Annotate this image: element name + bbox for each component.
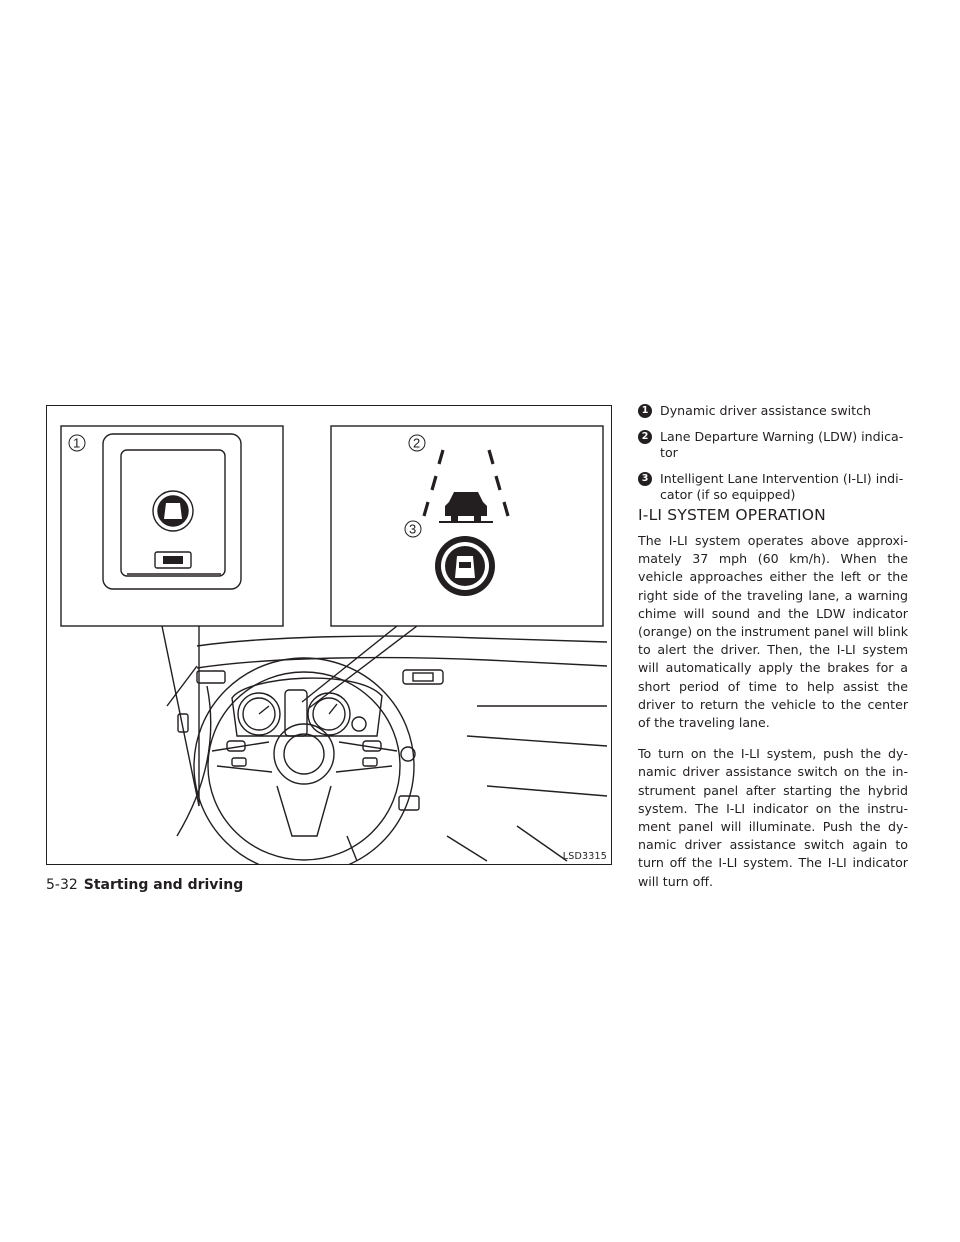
legend-text: Lane Departure Warning (LDW) indica­tor: [660, 429, 904, 460]
page-number: 5-32: [46, 877, 78, 893]
figure-code: LSD3315: [562, 851, 607, 862]
legend-text: Dynamic driver assistance switch: [660, 403, 872, 418]
legend-item: 3 Intelligent Lane Intervention (I-LI) i…: [638, 471, 908, 503]
legend-item: 1 Dynamic driver assistance switch: [638, 403, 908, 419]
figure-legend: 1 Dynamic driver assistance switch 2 Lan…: [638, 403, 908, 513]
legend-item: 2 Lane Departure Warning (LDW) indica­to…: [638, 429, 908, 461]
body-paragraph: The I-LI system operates above approxi­m…: [638, 533, 908, 731]
legend-number: 2: [638, 430, 652, 444]
body-paragraph: To turn on the I-LI system, push the dy­…: [638, 746, 908, 889]
dashboard-illustration: 1 2 3 LSD3315: [46, 405, 612, 865]
section-heading: I-LI SYSTEM OPERATION: [638, 506, 826, 524]
callout-2: 2: [413, 436, 420, 451]
callout-3: 3: [409, 522, 416, 537]
illustration-drawing: 1 2 3: [60, 425, 608, 864]
section-body: The I-LI system operates above approxi­m…: [638, 532, 908, 904]
chapter-title: Starting and driving: [83, 877, 244, 893]
legend-number: 1: [638, 404, 652, 418]
legend-text: Intelligent Lane Intervention (I-LI) ind…: [660, 471, 904, 502]
callout-1: 1: [73, 436, 80, 451]
page-footer: 5-32 Starting and driving: [46, 877, 243, 893]
legend-number: 3: [638, 472, 652, 486]
